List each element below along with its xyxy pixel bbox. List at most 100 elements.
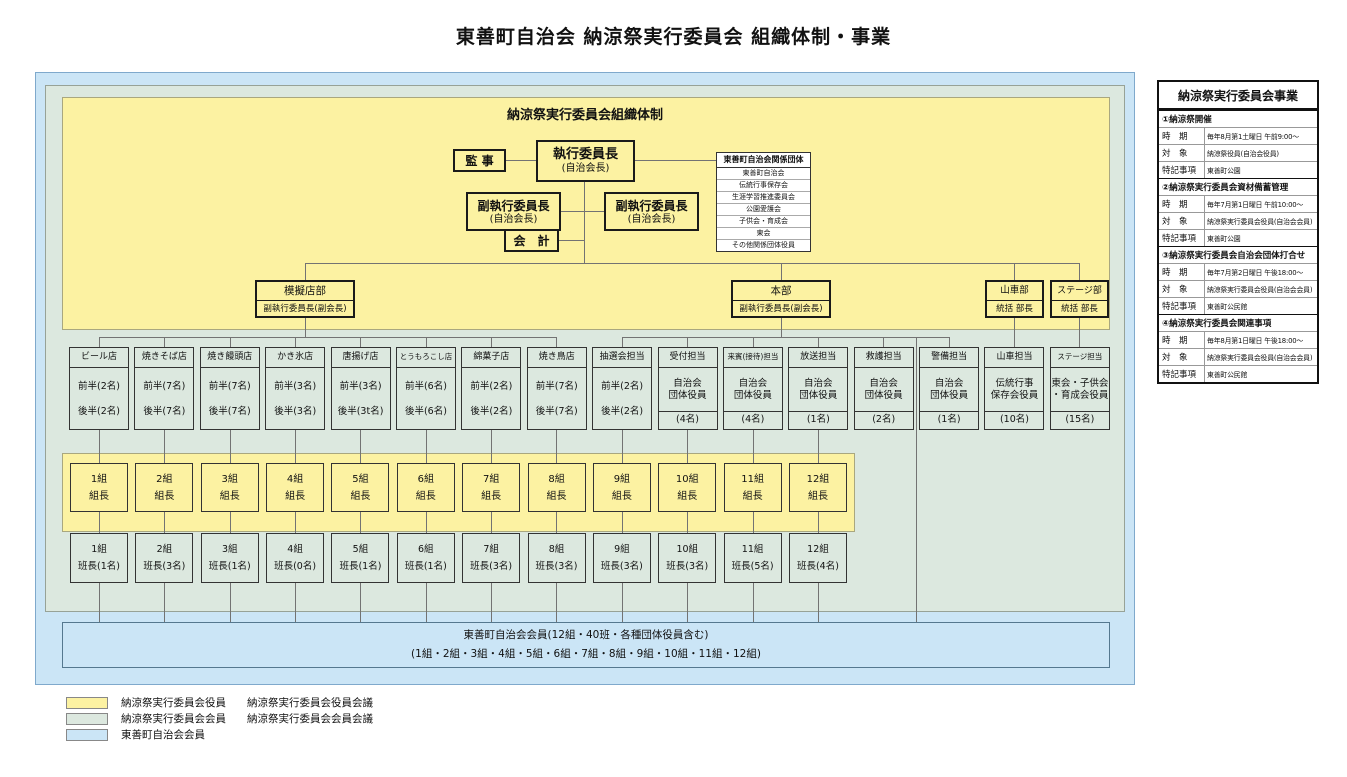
- column-title: とうもろこし店: [396, 348, 455, 368]
- group-number: 10組: [675, 473, 699, 485]
- panel-row-value: 納涼祭実行委員会役員(自治会会員): [1207, 286, 1313, 294]
- group-leader-box: 4組 組長: [266, 463, 325, 512]
- squad-leader-box: 2組 班長(3名): [135, 533, 194, 583]
- column-count: (10名): [985, 411, 1044, 429]
- column-body: 自治会 団体役員: [930, 377, 969, 401]
- legend-label-meeting: 納涼祭実行委員会役員会議: [247, 697, 373, 709]
- member-band-line2: (1組・2組・3組・4組・5組・6組・7組・8組・9組・10組・11組・12組): [411, 648, 761, 660]
- group-number: 5組: [352, 543, 369, 555]
- column-body: 前半(7名) 後半(7名): [535, 380, 578, 417]
- panel-row: 時 期 毎年8月第1日曜日 午後18:00～: [1159, 331, 1317, 348]
- column-yakisoba: 焼きそば店 前半(7名) 後半(7名): [134, 347, 195, 430]
- panel-row-label: 時 期: [1159, 128, 1205, 144]
- squad-leader-box: 12組 班長(4名): [788, 533, 847, 583]
- column-title: 山車担当: [985, 348, 1044, 368]
- accounting-box: 会 計: [504, 229, 559, 252]
- panel-row-label: 特記事項: [1159, 230, 1205, 246]
- vice-chair-right-title: 副執行委員長: [615, 199, 688, 213]
- squad-leader-box: 5組 班長(1名): [331, 533, 390, 583]
- group-number: 11組: [741, 473, 764, 485]
- group-leader-box: 8組 組長: [527, 463, 586, 512]
- panel-section-festival: ①納涼祭開催 時 期 毎年8月第1土曜日 午前9:00～ 対 象 納涼祭役員(自…: [1159, 110, 1317, 178]
- panel-row-value: 納涼祭役員(自治会役員): [1207, 150, 1279, 158]
- group-number: 7組: [482, 473, 500, 485]
- column-body: 自治会 団体役員: [799, 377, 838, 401]
- legend-row-officers: 納涼祭実行委員会役員 納涼祭実行委員会役員会議: [66, 696, 373, 709]
- group-leaders-band: [62, 453, 855, 532]
- column-title: かき氷店: [266, 348, 325, 368]
- panel-row: 特記事項 東善町公園: [1159, 229, 1317, 246]
- squad-leader-count: 班長(1名): [78, 561, 120, 572]
- panel-row: 時 期 毎年7月第1日曜日 午前10:00～: [1159, 195, 1317, 212]
- group-leader-role: 組長: [677, 490, 698, 502]
- group-number: 7組: [483, 543, 499, 555]
- group-leader-box: 2組 組長: [135, 463, 194, 512]
- panel-row-label: 時 期: [1159, 332, 1205, 348]
- panel-row-label: 時 期: [1159, 196, 1205, 212]
- dept-stage-title: ステージ部: [1052, 282, 1107, 301]
- panel-row: 対 象 納涼祭実行委員会役員(自治会会員): [1159, 280, 1317, 297]
- panel-row-value: 東善町公民館: [1207, 371, 1248, 379]
- group-leader-role: 組長: [219, 490, 240, 502]
- squad-leaders-row: 1組 班長(1名) 2組 班長(3名) 3組 班長(1名) 4組 班長(0名) …: [70, 533, 847, 583]
- group-leader-role: 組長: [350, 490, 371, 502]
- squad-leader-count: 班長(3名): [535, 561, 578, 572]
- vice-chair-right-subtitle: (自治会長): [627, 214, 676, 225]
- related-organization-item: その他関係団体役員: [717, 239, 810, 251]
- member-band: 東善町自治会会員(12組・40班・各種団体役員含む) (1組・2組・3組・4組・…: [62, 622, 1110, 668]
- panel-section-meeting: ③納涼祭実行委員会自治会団体打合せ 時 期 毎年7月第2日曜日 午後18:00～…: [1159, 246, 1317, 314]
- column-body: 前半(7名) 後半(7名): [143, 380, 186, 417]
- panel-row: 対 象 納涼祭実行委員会役員(自治会会員): [1159, 348, 1317, 365]
- squad-leader-box: 11組 班長(5名): [723, 533, 782, 583]
- legend-swatch-yellow: [66, 696, 108, 709]
- group-number: 8組: [548, 473, 565, 485]
- column-title: 焼き饅頭店: [200, 348, 259, 368]
- panel-row-label: 対 象: [1159, 145, 1205, 161]
- column-count: (4名): [723, 411, 782, 429]
- dept-mock-stores: 模擬店部 副執行委員長(副会長): [255, 280, 355, 318]
- group-number: 4組: [287, 543, 303, 555]
- group-leader-role: 組長: [89, 490, 109, 502]
- panel-row-label: 対 象: [1159, 213, 1205, 229]
- column-first-aid: 救護担当 自治会 団体役員 (2名): [853, 347, 914, 430]
- panel-row-label: 対 象: [1159, 349, 1205, 365]
- squad-leader-box: 8組 班長(3名): [527, 533, 586, 583]
- group-leader-role: 組長: [807, 490, 828, 502]
- executive-chair-box: 執行委員長 (自治会長): [536, 140, 635, 182]
- legend-swatch-blue: [66, 728, 108, 741]
- vice-chair-left-title: 副執行委員長: [477, 199, 550, 213]
- panel-section-rows: 時 期 毎年8月第1日曜日 午後18:00～ 対 象 納涼祭実行委員会役員(自治…: [1159, 331, 1317, 382]
- related-organization-item: 伝統行事保存会: [717, 179, 810, 191]
- column-title: 綿菓子店: [462, 348, 521, 368]
- related-organization-item: 東善町自治会: [742, 169, 785, 177]
- legend-label: 東善町自治会会員: [121, 729, 205, 741]
- panel-row-value: 毎年7月第1日曜日 午前10:00～: [1207, 201, 1304, 209]
- group-leader-box: 11組 組長: [723, 463, 782, 512]
- column-body: 自治会 団体役員: [864, 377, 903, 401]
- dept-mock-stores-title: 模擬店部: [257, 282, 353, 301]
- panel-row: 特記事項 東善町公民館: [1159, 297, 1317, 314]
- dept-headquarters-sub: 副執行委員長(副会長): [739, 304, 823, 314]
- column-corn: とうもろこし店 前半(6名) 後半(6名): [395, 347, 456, 430]
- squad-leader-box: 4組 班長(0名): [266, 533, 325, 583]
- column-float-duty: 山車担当 伝統行事 保存会役員 (10名): [984, 347, 1045, 430]
- column-guests: 来賓(接待)担当 自治会 団体役員 (4名): [722, 347, 783, 430]
- group-number: 5組: [352, 473, 369, 485]
- column-security: 警備担当 自治会 団体役員 (1名): [919, 347, 980, 430]
- executive-chair-title: 執行委員長: [552, 146, 618, 162]
- executive-chair-subtitle: (自治会長): [561, 163, 610, 175]
- column-count: (2名): [854, 411, 913, 429]
- column-body: 前半(7名) 後半(7名): [208, 380, 251, 417]
- group-number: 11組: [741, 543, 764, 555]
- related-organizations-list: 東善町自治会 伝統行事保存会 生涯学習推進委員会 公園愛護会 子供会・育成会 東…: [717, 168, 810, 251]
- panel-row: 時 期 毎年7月第2日曜日 午後18:00～: [1159, 263, 1317, 280]
- column-title: ビール店: [70, 348, 128, 368]
- group-leader-box: 6組 組長: [396, 463, 455, 512]
- panel-section-heading: ②納涼祭実行委員会資材備蓄管理: [1159, 178, 1317, 195]
- column-body: 前半(2名) 後半(2名): [470, 380, 513, 417]
- dept-float-sub: 統括 部長: [996, 304, 1033, 314]
- column-title: 焼き鳥店: [527, 348, 586, 368]
- column-stage-duty: ステージ担当 東会・子供会 ・育成会役員 (15名): [1049, 347, 1110, 430]
- group-number: 6組: [417, 473, 434, 485]
